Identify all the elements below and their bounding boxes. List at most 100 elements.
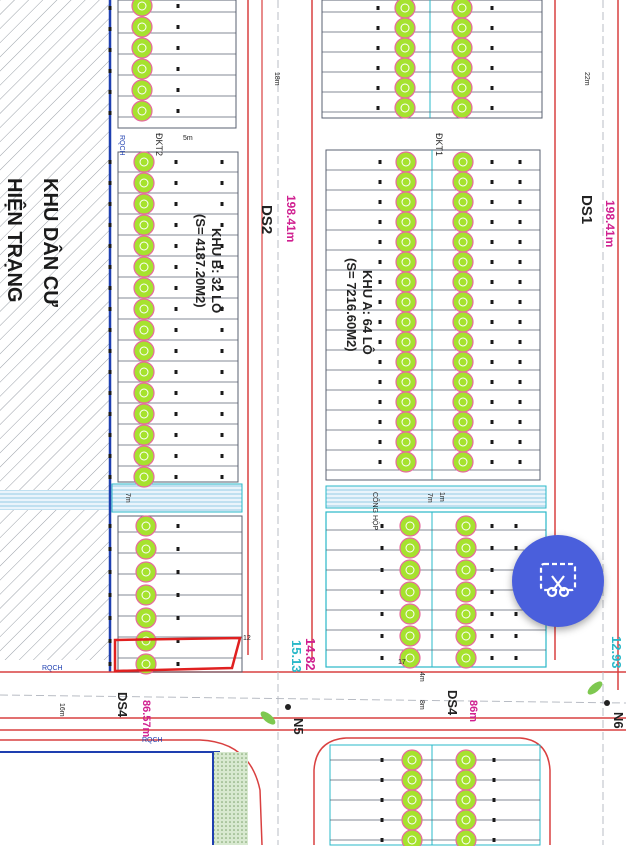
lot-marker [176,547,180,551]
lot-marker [174,475,178,479]
lot-marker [490,300,494,304]
tree-icon [451,37,473,59]
lot-marker [380,590,384,594]
lot-marker [108,48,112,52]
tree-icon [133,319,155,341]
lot-marker [514,546,518,550]
lot-marker [108,160,112,164]
tree-icon [451,0,473,19]
screenshot-crop-button[interactable] [512,535,604,627]
bottom-block [329,744,541,846]
road-n5-label: N5 [291,718,306,735]
tree-icon [395,371,417,393]
tree-icon [452,391,474,413]
tree-icon [135,607,157,629]
lot-marker [220,475,224,479]
lot-marker [490,26,494,30]
dim-5m: 5m [183,135,193,142]
tree-icon [133,466,155,488]
lot-marker [518,420,522,424]
tree-icon [133,361,155,383]
tree-icon [452,251,474,273]
tree-icon [399,537,421,559]
lot-marker [490,440,494,444]
lot-marker [174,181,178,185]
lot-marker [492,818,496,822]
tree-icon [395,271,417,293]
tree-icon [135,561,157,583]
lot-marker [108,433,112,437]
lot-marker [380,798,384,802]
lot-marker [108,69,112,73]
tree-icon [395,351,417,373]
lot-marker [220,349,224,353]
lot-marker [490,66,494,70]
tree-icon [452,211,474,233]
lot-marker [492,778,496,782]
lot-marker [490,6,494,10]
lot-marker [174,160,178,164]
lot-marker [518,240,522,244]
tree-icon [395,151,417,173]
lot-marker [220,391,224,395]
lot-marker [490,590,494,594]
tree-icon [394,97,416,119]
lot-marker [176,25,180,29]
tree-icon [455,581,477,603]
tree-icon [131,0,153,17]
lot-marker [490,320,494,324]
lot-marker [490,280,494,284]
lot-marker [174,412,178,416]
tree-icon [395,171,417,193]
lot-marker [378,360,382,364]
tree-icon [399,515,421,537]
lot-marker [380,758,384,762]
lot-marker [108,90,112,94]
tree-icon [401,749,423,771]
road-node [604,700,610,706]
tree-icon [395,251,417,273]
road-centerline [0,694,626,704]
lot-marker [380,568,384,572]
lot-marker [378,220,382,224]
lot-marker [176,109,180,113]
tree-icon [455,647,477,669]
lot-marker [220,181,224,185]
tree-icon [395,191,417,213]
lot-marker [108,349,112,353]
scissors-crop-icon [539,562,577,598]
lot-marker [518,180,522,184]
lot-marker [518,220,522,224]
lot-marker [108,593,112,597]
rqch-label-1: RQCH [118,135,125,156]
lot-marker [108,454,112,458]
dim-17: 17 [398,659,406,666]
tree-icon [399,559,421,581]
road-node [285,704,291,710]
tree-icon [399,581,421,603]
lot-marker [490,240,494,244]
lot-marker [108,475,112,479]
tree-icon [452,431,474,453]
lot-marker [174,454,178,458]
lot-marker [108,286,112,290]
tree-icon [451,57,473,79]
tree-icon [401,829,423,846]
block-top-right [321,0,543,119]
road-n-right-label: N6 [611,712,626,729]
lot-marker [220,370,224,374]
tree-icon [395,391,417,413]
zone-a-area: (S= 7216.60M2) [344,258,359,352]
drain-strip-left [111,483,243,513]
lot-marker [490,220,494,224]
lot-marker [108,265,112,269]
lot-marker [376,6,380,10]
lot-marker [376,66,380,70]
tree-icon [452,351,474,373]
road-ds2-label: DS2 [258,205,275,234]
lot-marker [380,818,384,822]
tree-icon [455,603,477,625]
tree-icon [394,77,416,99]
tree-icon [399,647,421,669]
lot-marker [108,412,112,416]
